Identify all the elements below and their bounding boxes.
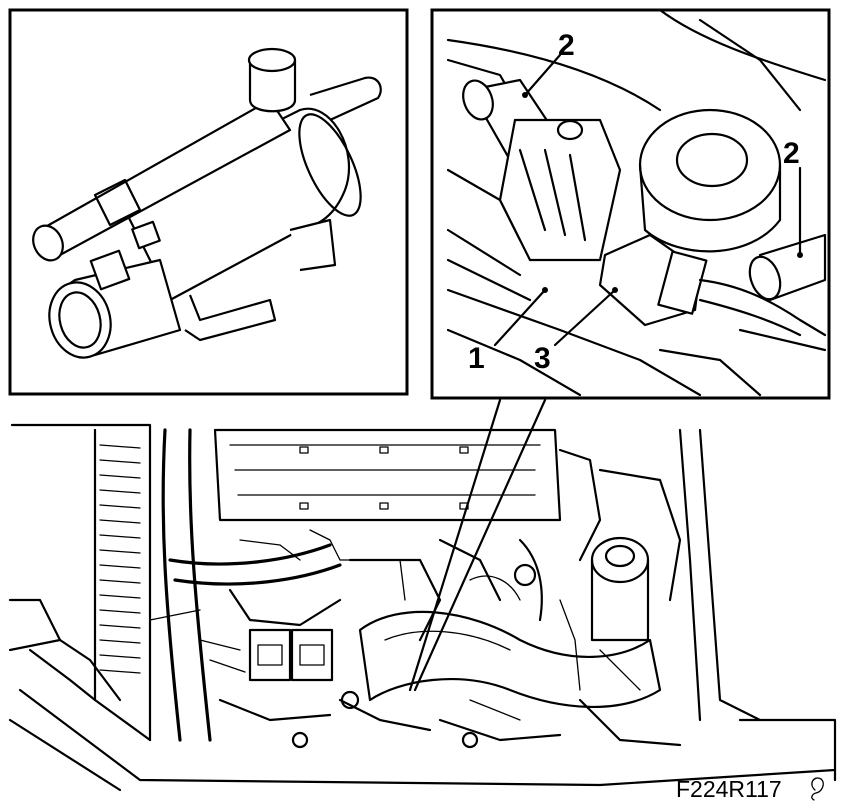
engine-bay-view [8, 423, 837, 792]
callout-2-top: 2 [558, 29, 575, 62]
callout-1: 1 [468, 342, 485, 375]
valve-component-icon [32, 47, 382, 359]
electrical-connector [598, 233, 827, 337]
callout-3: 3 [534, 342, 551, 375]
callout-2-right: 2 [783, 137, 800, 170]
leader-line-left [408, 398, 502, 692]
component-inset-panel [8, 8, 409, 396]
corner-mark-icon [811, 777, 824, 801]
engine-cover [213, 428, 562, 522]
figure-code: F224R117 [676, 776, 782, 802]
valve-blocks [248, 628, 334, 682]
radiator-grille [10, 423, 152, 742]
leader-line-right [413, 398, 547, 692]
location-inset-panel: 2 2 1 3 [430, 8, 831, 400]
leader-2a [523, 53, 562, 97]
leader-1 [493, 288, 547, 347]
reservoir-cap [638, 108, 782, 253]
filter-canister [590, 536, 650, 642]
leader-3 [553, 288, 617, 347]
component-housing [498, 118, 622, 262]
intake-pipe [358, 610, 662, 709]
